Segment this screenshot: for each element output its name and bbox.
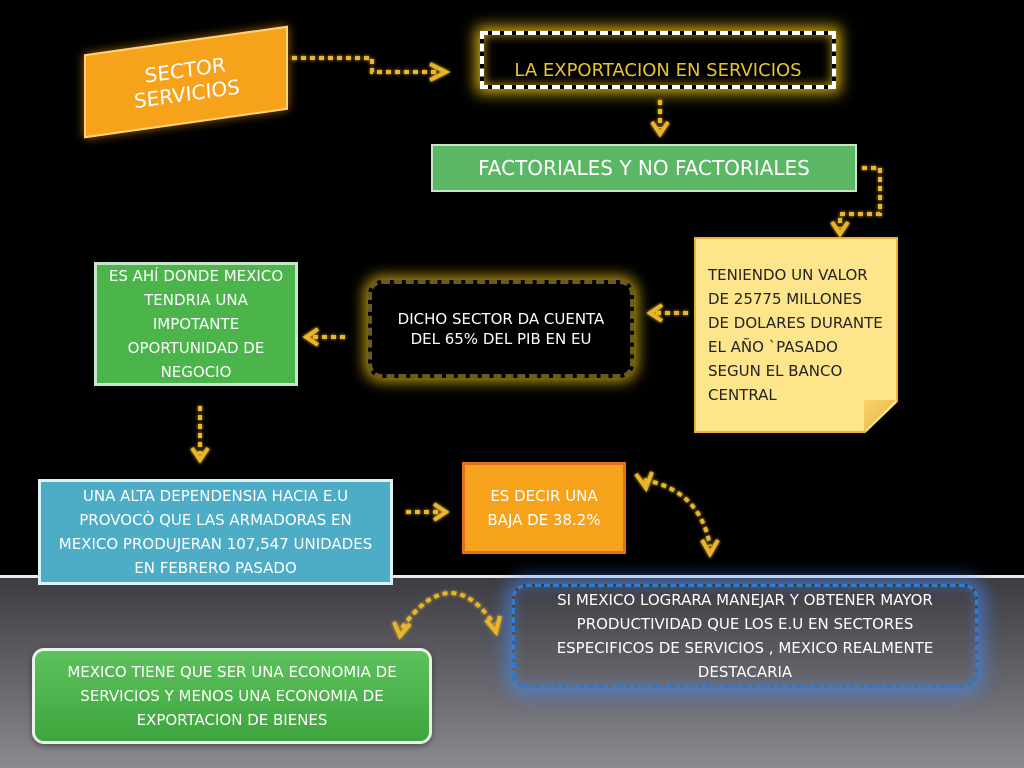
sector-servicios-label: SECTOR SERVICIOS (133, 52, 241, 114)
oportunidad-text: ES AHÍ DONDE MEXICO TENDRIA UNA IMPOTANT… (108, 267, 284, 381)
baja-box: ES DECIR UNA BAJA DE 38.2% (462, 462, 626, 554)
economia-text: MEXICO TIENE QUE SER UNA ECONOMIA DE SER… (67, 663, 397, 729)
factoriales-box: FACTORIALES Y NO FACTORIALES (431, 144, 857, 192)
title-box: LA EXPORTACION EN SERVICIOS (480, 31, 836, 89)
title-text: LA EXPORTACION EN SERVICIOS (514, 59, 802, 81)
productividad-box: SI MEXICO LOGRARA MANEJAR Y OBTENER MAYO… (512, 584, 978, 688)
dependencia-text: UNA ALTA DEPENDENSIA HACIA E.U PROVOCÒ Q… (58, 487, 373, 577)
divider-line (0, 575, 1024, 578)
dependencia-box: UNA ALTA DEPENDENSIA HACIA E.U PROVOCÒ Q… (38, 479, 393, 585)
economia-box: MEXICO TIENE QUE SER UNA ECONOMIA DE SER… (32, 648, 432, 744)
oportunidad-box: ES AHÍ DONDE MEXICO TENDRIA UNA IMPOTANT… (94, 262, 298, 386)
baja-text: ES DECIR UNA BAJA DE 38.2% (487, 487, 601, 529)
factoriales-text: FACTORIALES Y NO FACTORIALES (478, 156, 810, 180)
pib-text: DICHO SECTOR DA CUENTA DEL 65% DEL PIB E… (397, 310, 605, 348)
productividad-text: SI MEXICO LOGRARA MANEJAR Y OBTENER MAYO… (556, 591, 934, 681)
pib-box: DICHO SECTOR DA CUENTA DEL 65% DEL PIB E… (368, 280, 634, 378)
valor-note-text: TENIENDO UN VALOR DE 25775 MILLONES DE D… (708, 266, 883, 404)
valor-note: TENIENDO UN VALOR DE 25775 MILLONES DE D… (694, 237, 898, 433)
